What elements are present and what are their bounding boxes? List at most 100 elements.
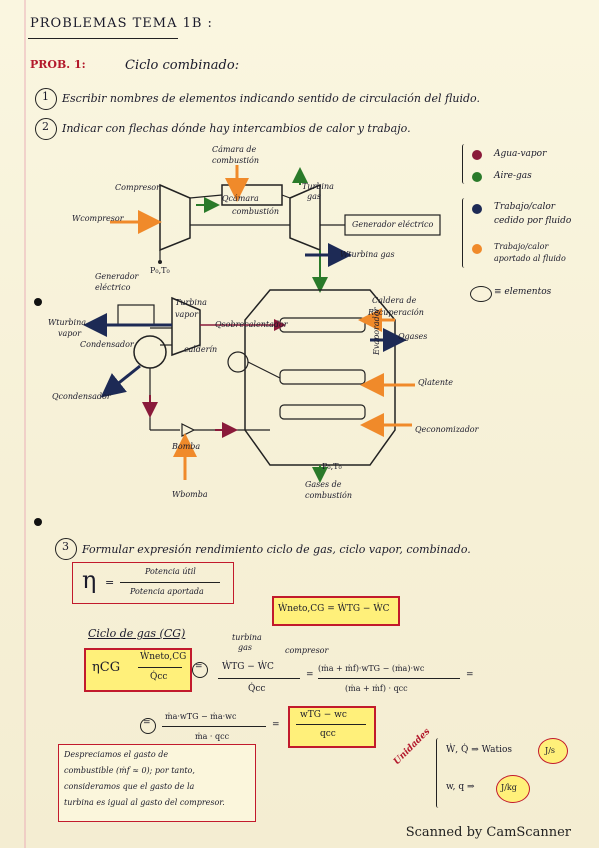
qeconomizador-label: Qeconomizador [415,425,479,434]
note-box [58,744,256,822]
bullet-2 [34,518,42,526]
condenser [133,335,167,369]
caldera-label: Caldera de [372,296,417,305]
unidades-brace [436,738,441,808]
prob-label: PROB. 1: [30,58,86,71]
turbina-gas-label: Turbina [302,182,334,191]
unit1-value: J/s [545,746,556,755]
wneto-formula: Ẇneto,CG = ẆTG − ẆC [278,604,390,614]
legend-agua-vapor-marker [472,150,482,160]
qcondensador-label: Qcondensador [52,392,111,401]
prob-title: Ciclo combinado: [125,58,240,73]
note-line-1: Despreciamos el gasto de [64,750,169,759]
generador2-label-2: eléctrico [95,283,131,292]
calderin-label: calderín [184,345,218,354]
turbina-vapor-label-2: vapor [175,310,199,319]
item2-number: 2 [42,120,49,133]
page-header: PROBLEMAS TEMA 1B : [30,16,213,31]
ciclo-gas-label: Ciclo de gas (CG) [88,627,186,640]
turbina-gas-label-2: gas [307,192,321,201]
pump [181,423,196,437]
legend-brace [462,144,467,184]
eq-sign-4: = [272,720,280,730]
final-box [288,706,376,748]
gases-label: Gases de [305,480,342,489]
caldera-label-2: Recuperación [368,308,424,317]
turbina-annotation-2: gas [238,643,252,652]
simplified-num: ṁa·wTG − ṁa·wc [165,712,237,721]
simplified-den: ṁa · qcc [195,732,230,741]
item3-number-circle [55,538,77,560]
qcc-den: Q̇cc [150,672,168,682]
wturbina-gas-label: Wturbina gas [340,250,395,259]
potencia-util: Potencia útil [145,567,196,576]
item3-number: 3 [62,540,69,553]
mass-line [318,678,460,679]
intake-dot [158,260,162,264]
qcc-den-2: Q̇cc [248,684,266,694]
bomba-label: Bomba [172,442,201,451]
unidades-u1: Ẇ, Q̇ ⇒ Watios [446,745,512,755]
legend-trabajo-cedido-2: cedido por fluido [494,216,572,226]
compresor-label: Compresor [115,183,160,192]
legend-agua-vapor: Agua-vapor [494,149,547,159]
item2-text: Indicar con flechas dónde hay intercambi… [62,122,411,135]
legend-aire-gas: Aire-gas [494,171,532,181]
eq-sign-3: = [466,670,474,680]
header-underline [28,38,178,39]
eta-symbol: η [82,566,97,594]
potencia-aportada: Potencia aportada [130,587,204,596]
condensador-label: Condensador [80,340,134,349]
circle-eq-2 [140,718,156,734]
eta-cg: ηCG [92,660,121,675]
note-line-2: combustible (ṁf ≈ 0); por tanto, [64,766,195,775]
p0t0-bottom-label: P₀,T₀ [322,462,342,471]
wturbina-vapor-label-2: vapor [58,329,82,338]
legend-aportado: Trabajo/calor [494,242,549,251]
item3-text: Formular expresión rendimiento ciclo de … [82,543,471,556]
sobrecalentador-label: Qsobrecalentador [215,320,288,329]
eta-definition-box [72,562,234,604]
eq-sign-2: = [306,670,314,680]
item1-text: Escribir nombres de elementos indicando … [62,92,480,105]
unidades-u2: w, q ⇒ [446,782,475,792]
qcamara-sub: combustión [232,207,280,216]
turbina-vapor-label: Turbina [175,298,207,307]
legend-trabajo-cedido-marker [472,204,482,214]
final-den: qcc [320,729,336,739]
unit1-circle [538,738,568,764]
circle-eq-sign: = [195,662,203,672]
legend-brace2 [462,198,467,268]
note-line-4: turbina es igual al gasto del compresor. [64,798,225,807]
legend-element-symbol [470,286,492,302]
unit2-circle [496,775,530,803]
camara-label: Cámara de [212,145,257,154]
margin-line [24,0,26,848]
item1-number-circle [35,88,57,110]
wtg-wc-line [218,678,300,679]
note-line-3: consideramos que el gasto de la [64,782,195,791]
eta-fraction-line [120,582,220,583]
compresor-annotation: compresor [285,646,329,655]
economizer-coil [279,404,366,420]
simplified-line [162,726,266,727]
gases-label-2: combustión [305,491,353,500]
item2-number-circle [35,118,57,140]
qcamara-label: Qcámara [222,194,259,203]
unit2-value: J/kg [501,783,517,792]
generador1-label: Generador eléctrico [352,220,434,229]
legend-trabajo-cedido: Trabajo/calor [494,202,556,212]
eta-cg-box [84,648,192,692]
hrsg-body [244,289,396,466]
qcondensador-arrow [100,364,141,398]
mass-den: (ṁa + ṁf) · qcc [345,684,408,693]
wcompresor-label: Wcompresor [72,214,124,223]
evaporador-label: Evaporador [372,307,381,355]
wneto-frac-num: Ẇneto,CG [140,652,187,662]
item1-number: 1 [42,90,49,103]
final-line [296,724,366,725]
final-num: wTG − wc [300,710,347,720]
calderin-link [247,361,281,379]
qgases-label: Qgases [398,332,428,341]
